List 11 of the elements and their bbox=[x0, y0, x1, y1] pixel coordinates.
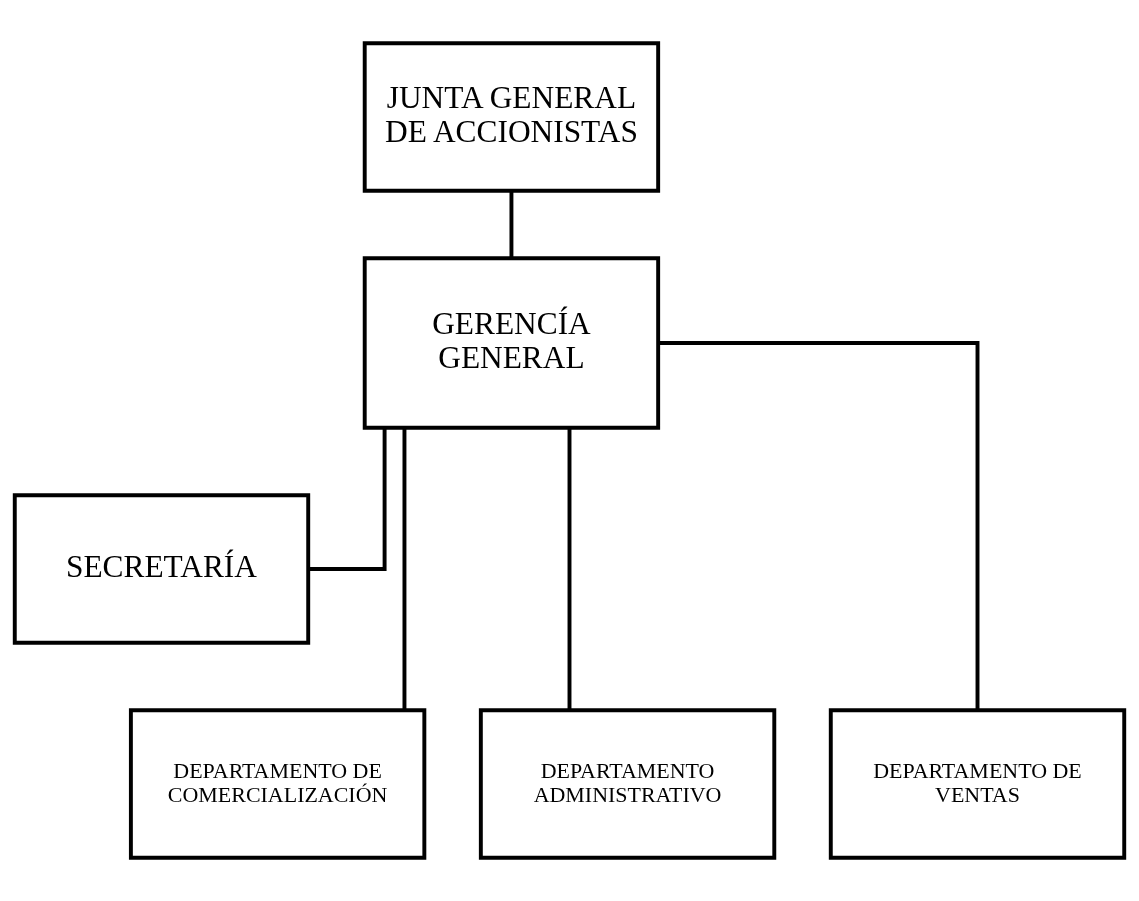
connector bbox=[402, 428, 407, 711]
connector bbox=[509, 191, 514, 259]
node-box: DEPARTAMENTO DE VENTAS bbox=[828, 708, 1127, 860]
node-box: SECRETARÍA bbox=[12, 493, 311, 645]
node-box: DEPARTAMENTO ADMINISTRATIVO bbox=[478, 708, 777, 860]
connector bbox=[567, 428, 572, 711]
connector bbox=[658, 341, 980, 711]
node-box: GERENCÍA GENERAL bbox=[362, 256, 661, 430]
node-box: DEPARTAMENTO DE COMERCIALIZACIÓN bbox=[128, 708, 427, 860]
node-box: JUNTA GENERAL DE ACCIONISTAS bbox=[362, 41, 661, 193]
connector bbox=[308, 427, 387, 571]
